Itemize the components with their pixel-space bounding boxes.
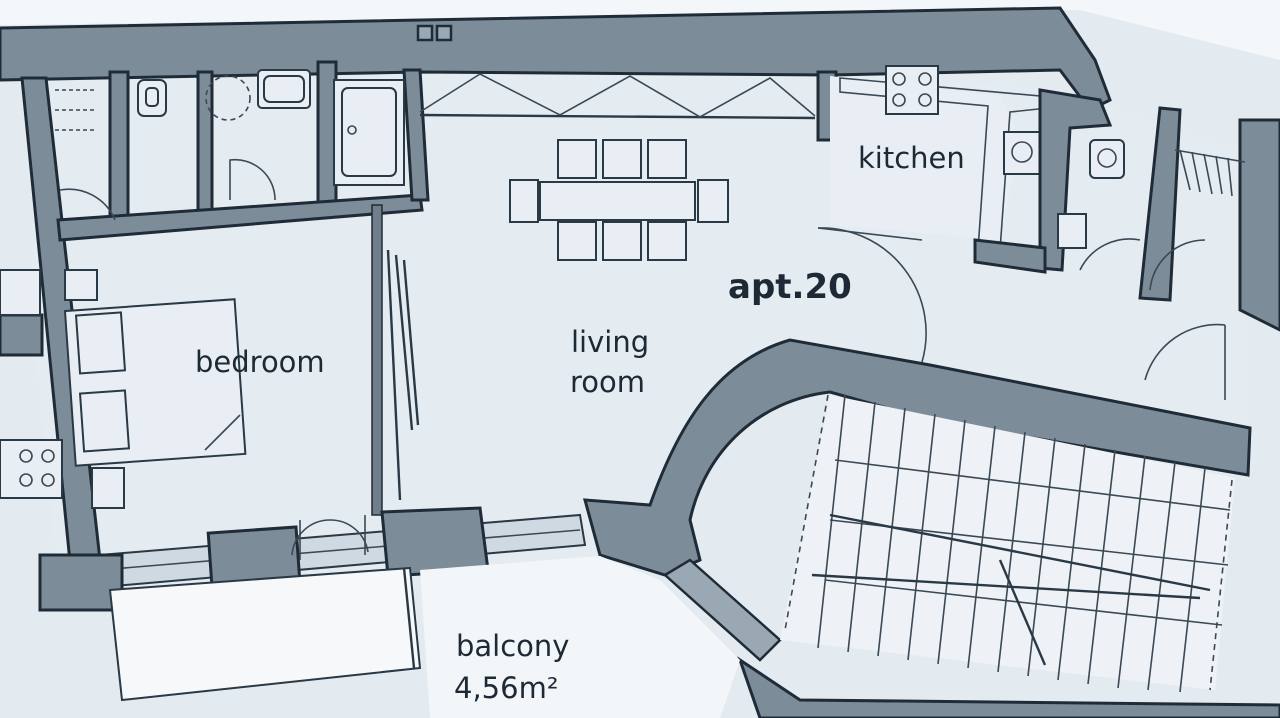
bathroom-wall-right (402, 68, 430, 202)
stairwell-wall-bottom (737, 656, 1280, 718)
left-cooktop-burner-4 (41, 473, 55, 487)
beam-line (419, 113, 816, 120)
burner-4 (918, 93, 932, 107)
stairwell-wall-lower (662, 558, 782, 662)
service-wall-bottom (973, 238, 1047, 274)
chair-8 (697, 179, 729, 223)
chair-5 (602, 221, 642, 261)
kitchen-door-leaf (817, 227, 923, 241)
sliding-panel-3 (402, 259, 420, 426)
facade-line (39, 529, 581, 576)
dining-set (509, 139, 729, 261)
bedroom-partition (371, 204, 383, 516)
bed-fold-line (204, 414, 241, 451)
toilet-1-seat (145, 87, 159, 107)
stairwell-wall (582, 338, 1252, 577)
left-cooktop-burner-3 (19, 473, 33, 487)
left-cooktop-burner-1 (19, 449, 33, 463)
stair-edge-dashed-right (1209, 479, 1233, 691)
shower-1 (205, 75, 251, 121)
kitchen-sink-basin (1011, 141, 1033, 163)
sink-2 (1057, 213, 1087, 249)
wc-door-swing (1079, 238, 1141, 271)
closet-rod (1174, 149, 1246, 163)
chair-7 (509, 179, 539, 223)
service-wall-3 (1238, 118, 1280, 332)
burner-3 (892, 93, 906, 107)
stove (885, 65, 939, 115)
entry-door-swing (1144, 323, 1226, 381)
facade-pier-3 (380, 506, 490, 578)
left-cabinet (0, 269, 41, 316)
living-room-label-line2: room (570, 365, 645, 399)
chair-1 (557, 139, 597, 179)
nightstand-1 (64, 269, 98, 301)
balcony-label: balcony (456, 629, 569, 663)
duct-mark-1 (416, 24, 434, 42)
burner-1 (892, 72, 906, 86)
sink-1-basin (263, 75, 305, 103)
left-wall-stub (0, 313, 44, 357)
left-cooktop-burner-2 (41, 449, 55, 463)
chair-6 (647, 221, 687, 261)
closet-hangers (1179, 149, 1233, 197)
bathroom-wall-2 (196, 70, 214, 214)
stair-edge-dashed (784, 394, 829, 631)
paper-top-edge (0, 0, 1280, 60)
sliding-panel-2 (394, 254, 414, 431)
balcony-slab (108, 566, 422, 702)
dining-table (539, 181, 696, 221)
chair-4 (557, 221, 597, 261)
pillow-1 (74, 311, 127, 375)
stair-handrail (829, 513, 1211, 592)
closet-door-swing (59, 188, 116, 221)
bathtub-drain (347, 125, 357, 135)
balcony-edge (402, 567, 416, 669)
toilet-2-bowl (1097, 148, 1117, 168)
duct-mark-2 (435, 24, 453, 42)
kitchen-sink (1003, 131, 1045, 175)
stair-treads (817, 394, 1231, 693)
toilet-2 (1089, 139, 1125, 179)
kitchen-label: kitchen (858, 141, 965, 175)
outdoor-area (420, 556, 740, 718)
stair-cut-line (998, 559, 1047, 666)
left-cooktop (0, 439, 63, 499)
balcony-door-swing (291, 519, 369, 556)
pillow-2 (78, 389, 131, 453)
stair-arrow (811, 573, 1201, 600)
bathroom-wall-1 (108, 70, 130, 222)
living-room-label-line1: living (571, 325, 649, 359)
bathroom-wall-bottom (56, 193, 424, 242)
nightstand-2 (91, 467, 125, 509)
apartment-label: apt.20 (728, 267, 852, 307)
closet-door-swing-2 (1149, 239, 1206, 291)
kitchen-floor (830, 76, 1020, 240)
facade-pier-1 (38, 553, 124, 612)
balcony-area-label: 4,56m² (454, 671, 558, 705)
truss-lines (419, 73, 816, 118)
bathtub-inner (341, 87, 397, 177)
bathroom-door-swing (229, 158, 276, 201)
burner-2 (918, 72, 932, 86)
chair-2 (602, 139, 642, 179)
stairwell-floor (780, 395, 1235, 690)
sliding-panel-1 (386, 249, 402, 501)
chair-3 (647, 139, 687, 179)
bedroom-label: bedroom (195, 345, 325, 379)
